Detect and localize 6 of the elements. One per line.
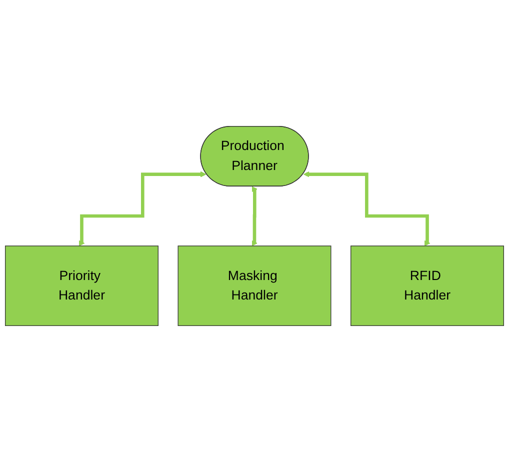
node-box: RFID Handler (350, 246, 504, 326)
arrow (252, 186, 258, 246)
arrow (303, 171, 430, 246)
node-box: Priority Handler (5, 246, 158, 326)
node-box: Masking Handler (178, 246, 332, 326)
arrow (78, 171, 206, 246)
